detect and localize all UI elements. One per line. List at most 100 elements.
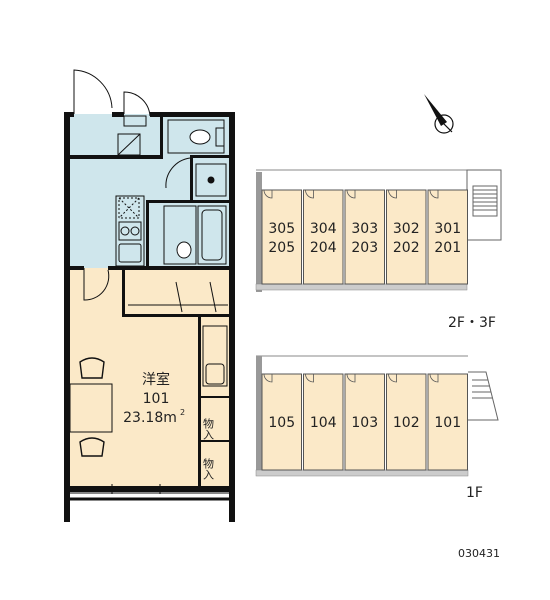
lower-unit-box — [344, 373, 385, 471]
upper-balcony — [255, 283, 468, 291]
upper-unit-box — [386, 189, 427, 285]
upper-floor-label: 2F・3F — [448, 315, 496, 331]
first-floor-block: 105 104 103 102 101 1F — [255, 355, 499, 501]
upper-unit-number-bottom: 202 — [393, 240, 420, 256]
desk — [69, 383, 113, 433]
room-area-sup: 2 — [180, 408, 185, 417]
kitchen-fixture — [115, 195, 145, 267]
wall-top-left — [64, 112, 74, 117]
wall-storage-low — [201, 440, 231, 442]
door-icon — [305, 189, 314, 199]
room-door — [83, 268, 110, 301]
lower-unit-number: 101 — [434, 415, 461, 431]
door-icon — [429, 373, 439, 383]
lower-unit: 104 — [303, 373, 344, 471]
chair-top — [79, 357, 105, 379]
lower-unit: 103 — [344, 373, 385, 471]
lower-unit-number: 103 — [351, 415, 378, 431]
upper-unit-number-bottom: 205 — [268, 240, 295, 256]
wall-wash-left — [190, 158, 193, 200]
lower-unit-number: 102 — [393, 415, 420, 431]
lower-unit-box — [303, 373, 344, 471]
door-icon — [429, 189, 439, 199]
upper-unit-box — [261, 189, 302, 285]
lower-unit: 101 — [427, 373, 468, 471]
door-icon — [263, 189, 273, 199]
bath-door — [165, 157, 191, 189]
lower-units: 105 104 103 102 101 — [261, 373, 468, 471]
lower-unit: 105 — [261, 373, 302, 471]
upper-end-wall — [256, 172, 262, 292]
toilet-door — [123, 91, 151, 117]
upper-unit-number-top: 303 — [351, 221, 378, 237]
entry-step — [117, 115, 147, 156]
lower-end-wall — [256, 356, 262, 476]
door-icon — [388, 189, 397, 199]
upper-unit-number-bottom: 201 — [434, 240, 461, 256]
lower-unit-number: 105 — [268, 415, 295, 431]
wall-bath-left — [146, 200, 149, 268]
upper-unit-number-top: 305 — [268, 221, 295, 237]
door-icon — [346, 189, 356, 199]
door-icon — [388, 373, 397, 383]
wall-bath-top — [146, 200, 231, 203]
sink-fixture — [163, 205, 197, 265]
wall-room-top-b — [108, 266, 231, 270]
room-type-label: 洋室 — [142, 371, 170, 388]
wall-storage-left — [198, 317, 201, 486]
wall-closet-left — [122, 268, 125, 316]
room-number-label: 101 — [143, 391, 170, 407]
lower-unit-number: 104 — [310, 415, 337, 431]
wall-entry — [68, 155, 160, 159]
storage-label-2: 物入 — [202, 457, 215, 480]
upper-unit-box — [427, 189, 468, 285]
closet-floor — [124, 268, 231, 318]
lower-stair — [468, 371, 499, 421]
storage-label-1: 物入 — [202, 417, 215, 440]
upper-unit-number-top: 302 — [393, 221, 420, 237]
wall-right — [229, 112, 235, 522]
upper-unit-number-bottom: 203 — [351, 240, 378, 256]
room-area-label: 23.18m — [123, 410, 177, 426]
lower-unit-box — [427, 373, 468, 471]
lower-floor-label: 1F — [466, 485, 483, 501]
storage-floor — [200, 318, 231, 486]
closet-doors — [128, 281, 228, 387]
entrance-door — [73, 69, 113, 114]
wall-closet-bottom — [122, 314, 231, 317]
chair-bottom — [79, 437, 105, 457]
upper-unit-number-bottom: 204 — [310, 240, 337, 256]
door-icon — [305, 373, 314, 383]
upper-unit-box — [344, 189, 385, 285]
north-arrow-icon — [424, 94, 454, 134]
door-icon — [346, 373, 356, 383]
wall-toilet-bottom — [190, 155, 231, 158]
lower-unit-box — [261, 373, 302, 471]
laundry-space — [195, 163, 227, 197]
upper-unit-number-top: 304 — [310, 221, 337, 237]
property-code: 030431 — [458, 547, 500, 560]
bathtub-fixture — [197, 205, 227, 265]
wall-toilet-left — [160, 114, 163, 159]
upper-unit-box — [303, 189, 344, 285]
wall-top-right — [150, 112, 235, 117]
upper-unit-number-top: 301 — [434, 221, 461, 237]
lower-balcony — [255, 469, 469, 477]
wall-bottom — [64, 486, 235, 492]
floor-plan: 洋室 101 23.18m 2 物入 物入 — [64, 69, 235, 522]
wall-room-top-a — [68, 266, 84, 270]
wall-left — [64, 112, 70, 522]
door-icon — [263, 373, 273, 383]
wall-top-mid — [112, 112, 124, 117]
lower-unit: 102 — [386, 373, 427, 471]
balcony — [69, 484, 230, 501]
lower-unit-box — [386, 373, 427, 471]
